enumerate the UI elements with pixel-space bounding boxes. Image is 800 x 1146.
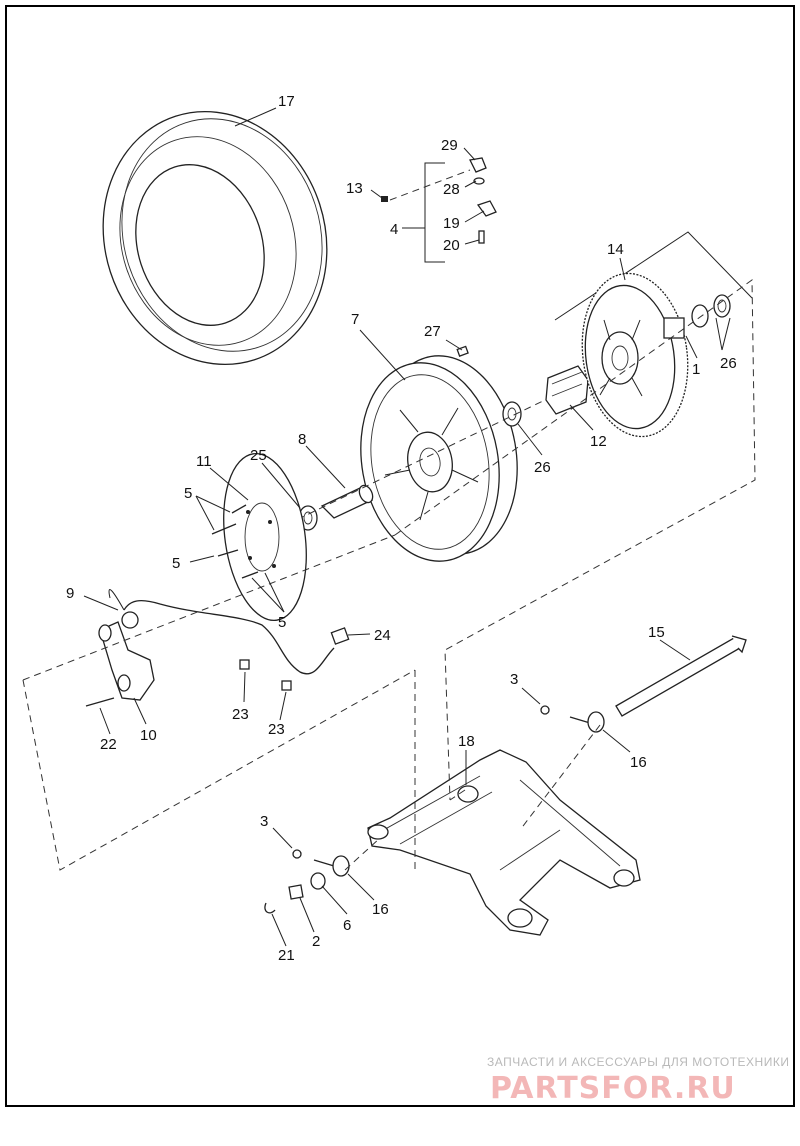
callout-27: 27	[424, 323, 441, 340]
callout-25: 25	[250, 447, 267, 464]
callout-16-top: 16	[630, 754, 647, 771]
callout-19: 19	[443, 215, 460, 232]
callout-4: 4	[390, 221, 398, 238]
valve-cap	[381, 196, 388, 202]
callout-6: 6	[343, 917, 351, 934]
callout-11: 11	[196, 453, 212, 470]
callouts: 17 29 13 28 19 4 20 14 7 27 1 26 8 12 25…	[66, 93, 737, 964]
callout-14: 14	[607, 241, 624, 258]
valve-washer	[473, 177, 485, 185]
callout-5-bottom: 5	[278, 614, 286, 631]
callout-1: 1	[692, 361, 700, 378]
callout-21: 21	[278, 947, 295, 964]
watermark: ЗАПЧАСТИ И АКСЕССУАРЫ ДЛЯ МОТОТЕХНИКИ PA…	[487, 1055, 789, 1106]
axle-adjuster-lower	[264, 849, 350, 914]
spacer-18	[457, 785, 479, 803]
callout-8: 8	[298, 431, 306, 448]
caliper-bracket	[85, 621, 155, 707]
callout-29: 29	[441, 137, 458, 154]
callout-24: 24	[374, 627, 391, 644]
tire	[102, 110, 328, 366]
wheel-speed-sensor-cable	[108, 589, 350, 675]
callout-5-mid: 5	[172, 555, 180, 572]
axle	[615, 635, 747, 717]
callout-15: 15	[648, 624, 665, 641]
callout-5-top: 5	[184, 485, 192, 502]
valve-group	[381, 157, 497, 263]
valve-stem	[469, 157, 487, 173]
cush-drive-damper	[545, 365, 589, 415]
sprocket-group	[554, 231, 753, 438]
callout-3-bottom: 3	[260, 813, 268, 830]
callout-10: 10	[140, 727, 157, 744]
diagram-border	[5, 5, 795, 1107]
callout-26-right: 26	[720, 355, 737, 372]
rotor-bolts	[211, 504, 259, 579]
callout-2: 2	[312, 933, 320, 950]
alignment-lines	[22, 279, 756, 871]
callout-26-left: 26	[534, 459, 551, 476]
callout-17: 17	[278, 93, 295, 110]
callout-12: 12	[590, 433, 607, 450]
callout-7: 7	[351, 311, 359, 328]
callout-28: 28	[443, 181, 460, 198]
callout-9: 9	[66, 585, 74, 602]
callout-23-left: 23	[232, 706, 249, 723]
brake-rotor	[223, 452, 307, 622]
wheel	[360, 345, 518, 562]
callout-16-bottom: 16	[372, 901, 389, 918]
bearing-center	[502, 401, 522, 427]
valve-clip	[476, 200, 497, 217]
watermark-tagline: ЗАПЧАСТИ И АКСЕССУАРЫ ДЛЯ МОТОТЕХНИКИ	[487, 1055, 789, 1069]
callout-18: 18	[458, 733, 475, 750]
sprocket-bearings	[663, 294, 731, 339]
axle-spacer	[320, 484, 374, 519]
callout-20: 20	[443, 237, 460, 254]
swingarm	[367, 749, 641, 936]
callout-3-top: 3	[510, 671, 518, 688]
leader-lines	[83, 107, 731, 947]
sleeves	[239, 659, 292, 691]
callout-13: 13	[346, 180, 363, 197]
valve-screw	[478, 230, 485, 244]
callout-22: 22	[100, 736, 117, 753]
watermark-brand: PARTSFOR.RU	[490, 1071, 736, 1106]
callout-23-right: 23	[268, 721, 285, 738]
axle-adjuster-upper	[540, 705, 605, 733]
